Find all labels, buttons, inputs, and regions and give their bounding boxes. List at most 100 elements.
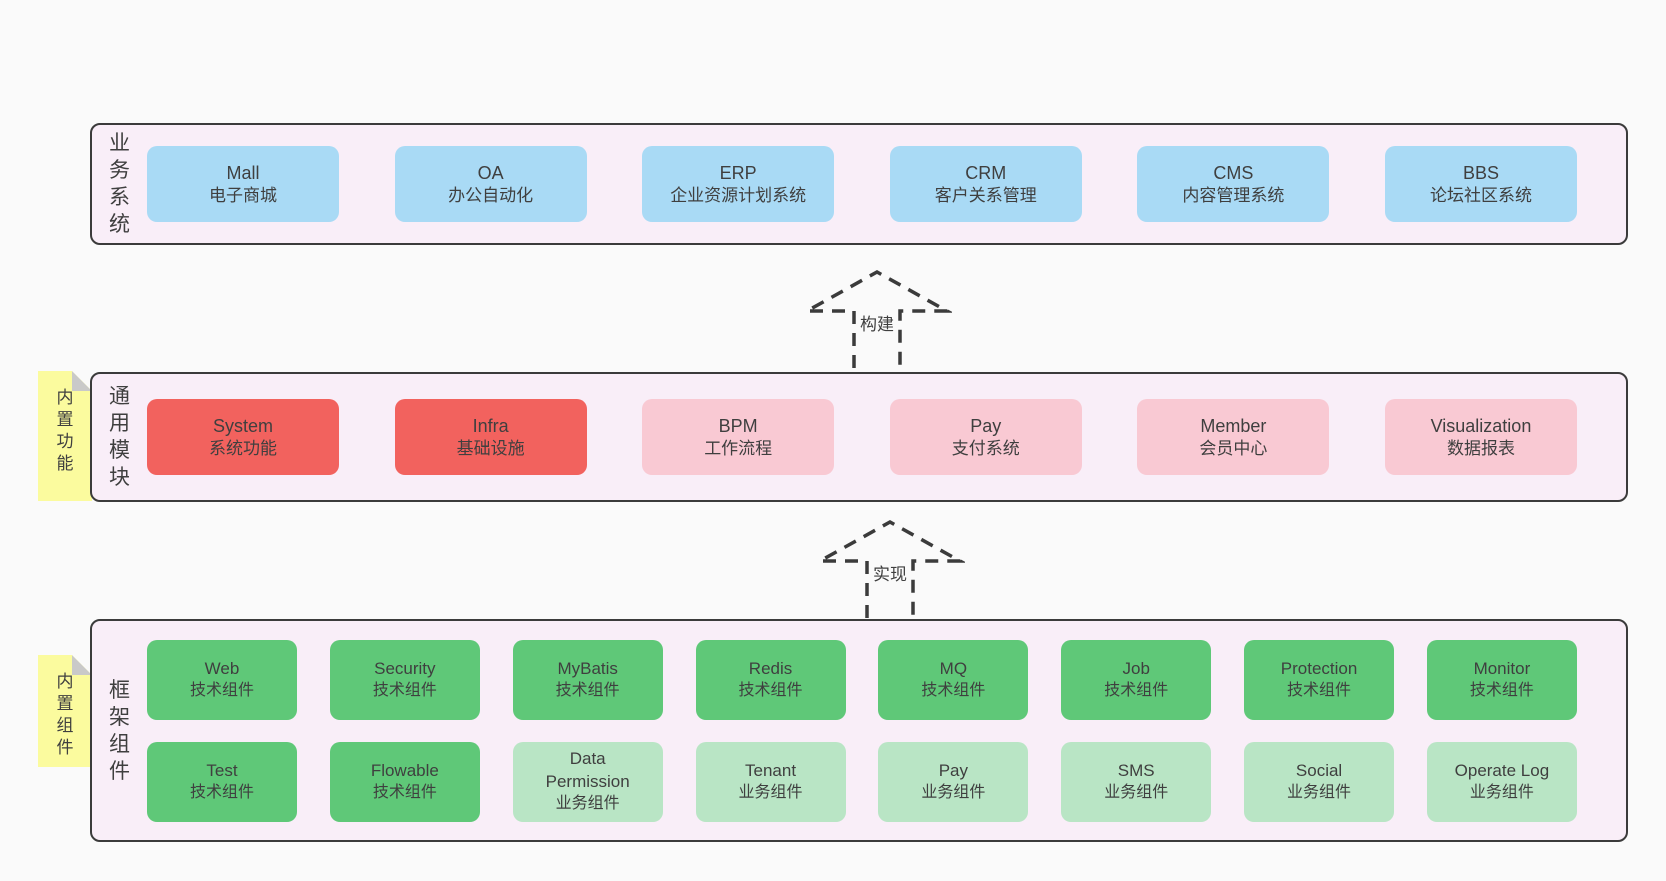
folded-corner-icon: [72, 371, 92, 391]
box-subtitle: 业务组件: [1104, 783, 1169, 801]
box-title: BBS: [1462, 162, 1499, 183]
box-subtitle: 技术组件: [189, 681, 254, 699]
up-arrow-icon: [815, 519, 965, 618]
box-subtitle: 数据报表: [1446, 439, 1515, 459]
layer-framework-components: 框架组件 Web 技术组件 Security 技术组件 MyBatis 技术组件…: [90, 619, 1628, 842]
layer-label: 业务系统: [92, 125, 147, 243]
box-test: Test 技术组件: [147, 741, 297, 822]
box-subtitle: 技术组件: [555, 681, 620, 699]
box-protection: Protection 技术组件: [1244, 639, 1395, 720]
box-title: ERP: [719, 162, 757, 183]
box-social: Social 业务组件: [1244, 741, 1395, 822]
box-title: SMS: [1117, 760, 1155, 780]
box-subtitle: 客户关系管理: [934, 186, 1037, 206]
sticky-note-built-in-features: 内置功能: [38, 371, 92, 501]
box-subtitle: 业务组件: [921, 783, 986, 801]
box-subtitle: 支付系统: [951, 439, 1020, 459]
box-title: System: [212, 415, 273, 436]
box-pay: Pay 支付系统: [889, 399, 1082, 475]
arrow-label: 构建: [857, 310, 897, 335]
box-subtitle: 业务组件: [1287, 783, 1352, 801]
box-redis: Redis 技术组件: [695, 639, 846, 720]
box-subtitle: 技术组件: [1104, 681, 1169, 699]
box-title: Job: [1122, 658, 1150, 678]
layer-label-text: 框架组件: [109, 678, 130, 783]
box-title: Data Permission: [545, 749, 630, 792]
sticky-note-text: 内置组件: [56, 672, 74, 757]
box-subtitle: 系统功能: [209, 439, 277, 459]
box-system: System 系统功能: [147, 399, 339, 475]
box-title: Pay: [938, 760, 969, 780]
box-subtitle: 技术组件: [189, 783, 254, 801]
layer-label-text: 业务系统: [109, 132, 130, 236]
box-subtitle: 技术组件: [372, 783, 437, 801]
box-visualization: Visualization 数据报表: [1384, 399, 1577, 475]
box-pay-biz: Pay 业务组件: [878, 741, 1029, 822]
box-subtitle: 技术组件: [921, 681, 986, 699]
layer-content: System 系统功能 Infra 基础设施 BPM 工作流程 Pay 支付系统…: [147, 374, 1626, 500]
box-title: Member: [1200, 415, 1267, 436]
sticky-note-text: 内置功能: [56, 388, 74, 473]
box-title: Flowable: [370, 760, 439, 780]
box-operate-log: Operate Log 业务组件: [1426, 741, 1577, 822]
box-title: Operate Log: [1454, 760, 1550, 780]
box-crm: CRM 客户关系管理: [889, 146, 1082, 222]
box-title: MyBatis: [557, 658, 618, 678]
layer-business-systems: 业务系统 Mall 电子商城 OA 办公自动化 ERP 企业资源计划系统 CRM…: [90, 123, 1628, 245]
component-row-2: Test 技术组件 Flowable 技术组件 Data Permission …: [147, 741, 1577, 822]
box-subtitle: 电子商城: [209, 186, 277, 206]
box-title: CMS: [1213, 162, 1254, 183]
box-member: Member 会员中心: [1137, 399, 1330, 475]
box-subtitle: 技术组件: [738, 681, 803, 699]
box-flowable: Flowable 技术组件: [329, 741, 480, 822]
box-subtitle: 会员中心: [1199, 439, 1268, 459]
box-infra: Infra 基础设施: [394, 399, 587, 475]
box-cms: CMS 内容管理系统: [1137, 146, 1330, 222]
box-subtitle: 内容管理系统: [1182, 186, 1285, 206]
box-title: Security: [374, 658, 436, 678]
box-erp: ERP 企业资源计划系统: [642, 146, 835, 222]
box-title: Infra: [472, 415, 509, 436]
layer-common-modules: 通用模块 System 系统功能 Infra 基础设施 BPM 工作流程 Pay…: [90, 372, 1628, 502]
box-mq: MQ 技术组件: [878, 639, 1029, 720]
box-subtitle: 业务组件: [555, 795, 620, 813]
box-title: MQ: [939, 658, 968, 678]
box-bpm: BPM 工作流程: [642, 399, 835, 475]
layer-label: 通用模块: [92, 374, 147, 500]
box-subtitle: 基础设施: [456, 439, 525, 459]
box-subtitle: 技术组件: [372, 681, 437, 699]
layer-content: Mall 电子商城 OA 办公自动化 ERP 企业资源计划系统 CRM 客户关系…: [147, 125, 1626, 243]
box-oa: OA 办公自动化: [394, 146, 587, 222]
box-title: Test: [206, 760, 238, 780]
box-title: CRM: [965, 162, 1007, 183]
box-job: Job 技术组件: [1061, 639, 1212, 720]
box-tenant: Tenant 业务组件: [695, 741, 846, 822]
box-sms: SMS 业务组件: [1061, 741, 1212, 822]
box-subtitle: 业务组件: [738, 783, 803, 801]
layer-content: Web 技术组件 Security 技术组件 MyBatis 技术组件 Redi…: [147, 621, 1626, 840]
box-title: Protection: [1280, 658, 1358, 678]
component-row-1: Web 技术组件 Security 技术组件 MyBatis 技术组件 Redi…: [147, 639, 1577, 720]
up-arrow-implement: 实现: [815, 518, 965, 618]
box-title: Social: [1295, 760, 1343, 780]
box-monitor: Monitor 技术组件: [1426, 639, 1577, 720]
box-data-permission: Data Permission 业务组件: [512, 741, 663, 822]
box-subtitle: 技术组件: [1469, 681, 1534, 699]
box-subtitle: 技术组件: [1287, 681, 1352, 699]
up-arrow-build: 构建: [802, 268, 952, 368]
layer-label-text: 通用模块: [109, 385, 130, 489]
box-subtitle: 工作流程: [704, 439, 773, 459]
box-title: Monitor: [1473, 658, 1531, 678]
sticky-note-built-in-components: 内置组件: [38, 655, 92, 767]
box-title: Tenant: [745, 760, 797, 780]
box-title: Redis: [748, 658, 793, 678]
box-title: Visualization: [1430, 415, 1532, 436]
box-title: Mall: [226, 162, 260, 183]
box-subtitle: 企业资源计划系统: [670, 186, 807, 206]
box-mall: Mall 电子商城: [147, 146, 339, 222]
box-security: Security 技术组件: [329, 639, 480, 720]
box-title: Web: [204, 658, 240, 678]
box-subtitle: 业务组件: [1469, 783, 1534, 801]
box-title: OA: [477, 162, 504, 183]
